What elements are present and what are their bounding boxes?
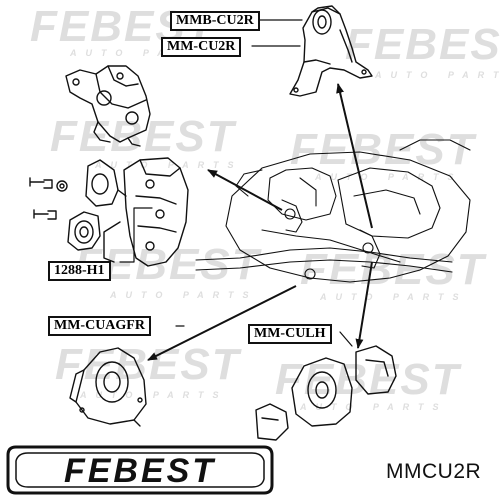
part-label-mm-cuagfr: MM-CUAGFR (48, 316, 151, 336)
engine-mount-icon (255, 345, 397, 441)
watermark-sub: AUTO PARTS (80, 390, 228, 400)
watermark-brand: FEBEST (345, 20, 500, 69)
watermark-sub: AUTO PARTS (300, 402, 448, 412)
bracket-icon (65, 65, 151, 147)
engine-mount-icon (67, 211, 101, 251)
watermark-brand: FEBEST (275, 355, 461, 404)
watermark-sub: AUTO PARTS (95, 160, 243, 170)
engine-assembly (195, 139, 471, 283)
logo-text: FEBEST (64, 452, 216, 490)
part-label-mmb-cu2r: MMB-CU2R (170, 11, 260, 31)
watermark-sub: AUTO PARTS (315, 172, 463, 182)
bracket-icon (85, 157, 189, 267)
watermark-sub: AUTO PARTS (375, 70, 500, 80)
watermark-brand: FEBEST (300, 245, 486, 294)
engine-mount-icon (289, 5, 373, 97)
watermark-sub: AUTO PARTS (70, 48, 218, 58)
watermark-brand: FEBEST (50, 112, 236, 161)
part-label-mm-cu2r: MM-CU2R (161, 37, 242, 57)
arrow-icon (147, 83, 373, 361)
watermark-sub: AUTO PARTS (320, 292, 468, 302)
part-label-mm-culh: MM-CULH (248, 324, 332, 344)
part-label-1288-h1: 1288-H1 (48, 261, 111, 281)
part-number: MMCU2R (386, 460, 482, 483)
watermark-brand: FEBEST (290, 125, 476, 174)
bolt-icon (29, 177, 68, 220)
febest-logo: FEBEST (6, 445, 274, 495)
engine-mount-icon (69, 347, 147, 427)
watermark-sub: AUTO PARTS (110, 290, 258, 300)
watermark-brand: FEBEST (55, 340, 241, 389)
